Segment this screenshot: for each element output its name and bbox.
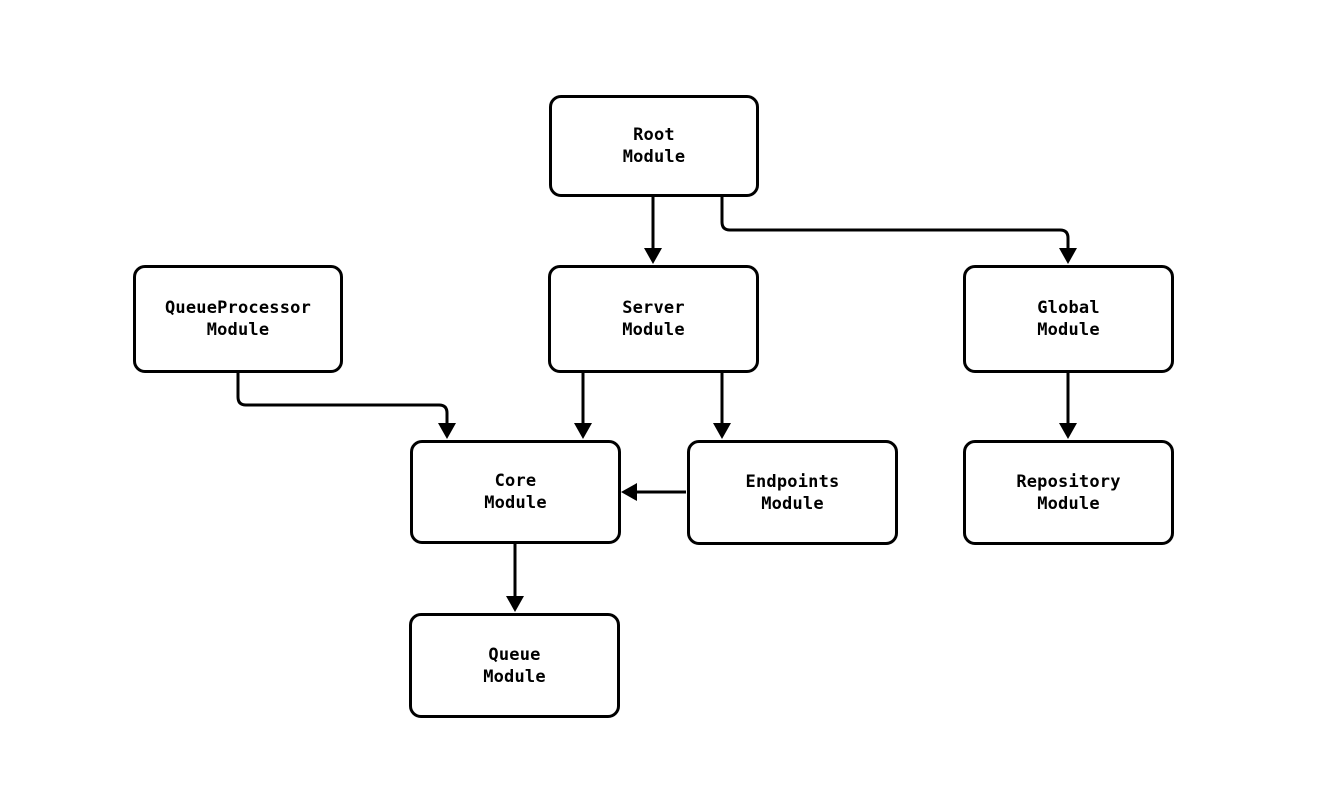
edge-global-to-repository-arrowhead-icon xyxy=(1059,423,1077,439)
endpoints-module-label-line2: Module xyxy=(761,493,824,514)
global-module-label-line1: Global xyxy=(1037,298,1100,318)
edge-core-to-queue xyxy=(506,544,524,612)
repository-module-label-line2: Module xyxy=(1037,493,1100,514)
global-module-label-line2: Module xyxy=(1037,320,1100,340)
core-module-label-line1: Core xyxy=(494,471,537,491)
edge-server-to-core xyxy=(574,373,592,439)
core-module-label-line2: Module xyxy=(484,493,547,513)
queue-module-label-line2: Module xyxy=(483,666,546,687)
edge-root-to-global-arrowhead-icon xyxy=(1059,248,1077,264)
edge-queueprocessor-to-core xyxy=(236,373,456,439)
edge-queueprocessor-to-core-arrowhead-icon xyxy=(438,423,456,439)
queue-module-label-line1: Queue xyxy=(488,644,541,665)
queueprocessor-module-label-line2: Module xyxy=(206,320,270,340)
edge-queueprocessor-to-core-line xyxy=(236,373,449,433)
edge-core-to-queue-arrowhead-icon xyxy=(506,596,524,612)
edge-root-to-server xyxy=(644,197,662,264)
root-module-label-line1: Root xyxy=(633,125,675,145)
edge-root-to-global xyxy=(720,197,1077,264)
edge-server-to-endpoints-arrowhead-icon xyxy=(713,423,731,439)
edge-endpoints-to-core xyxy=(621,483,686,501)
edge-root-to-global-line xyxy=(720,197,1070,258)
edge-server-to-core-arrowhead-icon xyxy=(574,423,592,439)
endpoints-module-label-line1: Endpoints xyxy=(745,471,840,492)
repository-module-label-line1: Repository xyxy=(1016,471,1121,492)
root-module-label-line2: Module xyxy=(622,147,686,167)
queueprocessor-module-label-line1: QueueProcessor xyxy=(164,298,312,318)
server-module-label-line1: Server xyxy=(622,298,685,318)
server-module-label-line2: Module xyxy=(622,320,685,340)
edge-root-to-server-arrowhead-icon xyxy=(644,248,662,264)
edge-server-to-endpoints xyxy=(713,373,731,439)
edge-endpoints-to-core-arrowhead-icon xyxy=(621,483,637,501)
edge-global-to-repository xyxy=(1059,373,1077,439)
